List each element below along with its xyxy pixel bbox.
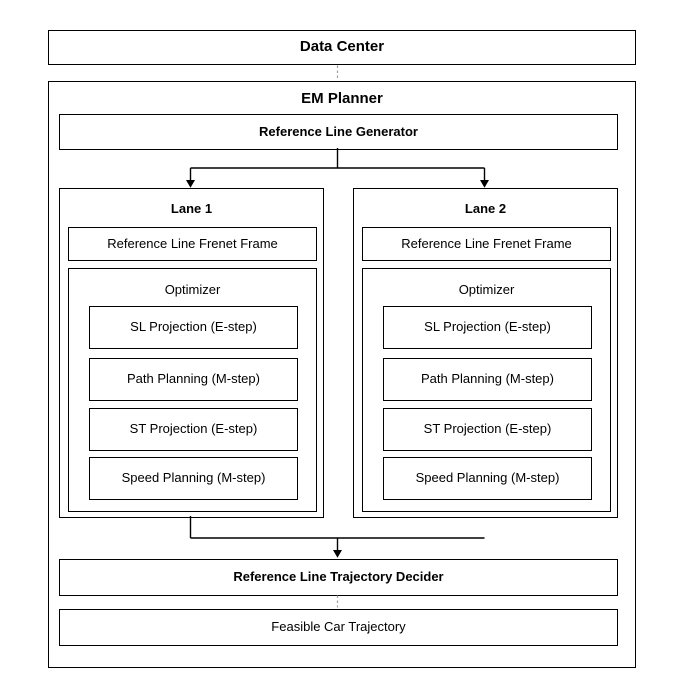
lane-1-frenet-frame-box: Reference Line Frenet Frame (68, 227, 317, 261)
lane-2-speed-planning-box: Speed Planning (M-step) (383, 457, 592, 500)
reference-line-generator-label: Reference Line Generator (259, 123, 418, 139)
feasible-trajectory-label: Feasible Car Trajectory (271, 619, 406, 635)
lane-1-frenet-frame-label: Reference Line Frenet Frame (107, 235, 278, 251)
lane-2-title: Lane 2 (464, 200, 507, 216)
lane-1-sl-projection-label: SL Projection (E-step) (130, 319, 257, 335)
lane-2-path-planning-box: Path Planning (M-step) (383, 358, 592, 401)
lane-1-st-projection-label: ST Projection (E-step) (129, 421, 258, 437)
lane-1-sl-projection-box: SL Projection (E-step) (89, 306, 298, 349)
lane-1-optimizer-title: Optimizer (164, 282, 221, 297)
lane-2-frenet-frame-label: Reference Line Frenet Frame (401, 235, 572, 251)
lane-2-optimizer-title: Optimizer (458, 282, 515, 297)
data-center-label: Data Center (299, 38, 385, 56)
lane-2-st-projection-label: ST Projection (E-step) (423, 421, 552, 437)
lane-2-frenet-frame-box: Reference Line Frenet Frame (362, 227, 611, 261)
lane-2-box: Lane 2 Reference Line Frenet Frame Optim… (353, 188, 618, 518)
lane-1-path-planning-box: Path Planning (M-step) (89, 358, 298, 401)
em-planner-box: EM Planner Reference Line Generator Lane… (48, 81, 636, 668)
lane-2-sl-projection-label: SL Projection (E-step) (424, 319, 551, 335)
em-planner-title: EM Planner (301, 89, 383, 107)
lane-1-speed-planning-label: Speed Planning (M-step) (121, 470, 266, 486)
lane-2-path-planning-label: Path Planning (M-step) (421, 371, 554, 387)
lane-1-st-projection-box: ST Projection (E-step) (89, 408, 298, 451)
lane-2-speed-planning-label: Speed Planning (M-step) (415, 470, 560, 486)
lane-1-speed-planning-box: Speed Planning (M-step) (89, 457, 298, 500)
lane-1-optimizer-box: Optimizer SL Projection (E-step) Path Pl… (68, 268, 317, 512)
trajectory-decider-label: Reference Line Trajectory Decider (233, 569, 444, 585)
lane-1-path-planning-label: Path Planning (M-step) (127, 371, 260, 387)
trajectory-decider-box: Reference Line Trajectory Decider (59, 559, 618, 596)
lane-2-optimizer-box: Optimizer SL Projection (E-step) Path Pl… (362, 268, 611, 512)
reference-line-generator-box: Reference Line Generator (59, 114, 618, 150)
lane-1-title: Lane 1 (170, 200, 213, 216)
lane-1-box: Lane 1 Reference Line Frenet Frame Optim… (59, 188, 324, 518)
lane-2-sl-projection-box: SL Projection (E-step) (383, 306, 592, 349)
data-center-box: Data Center (48, 30, 636, 65)
feasible-trajectory-box: Feasible Car Trajectory (59, 609, 618, 646)
lane-2-st-projection-box: ST Projection (E-step) (383, 408, 592, 451)
